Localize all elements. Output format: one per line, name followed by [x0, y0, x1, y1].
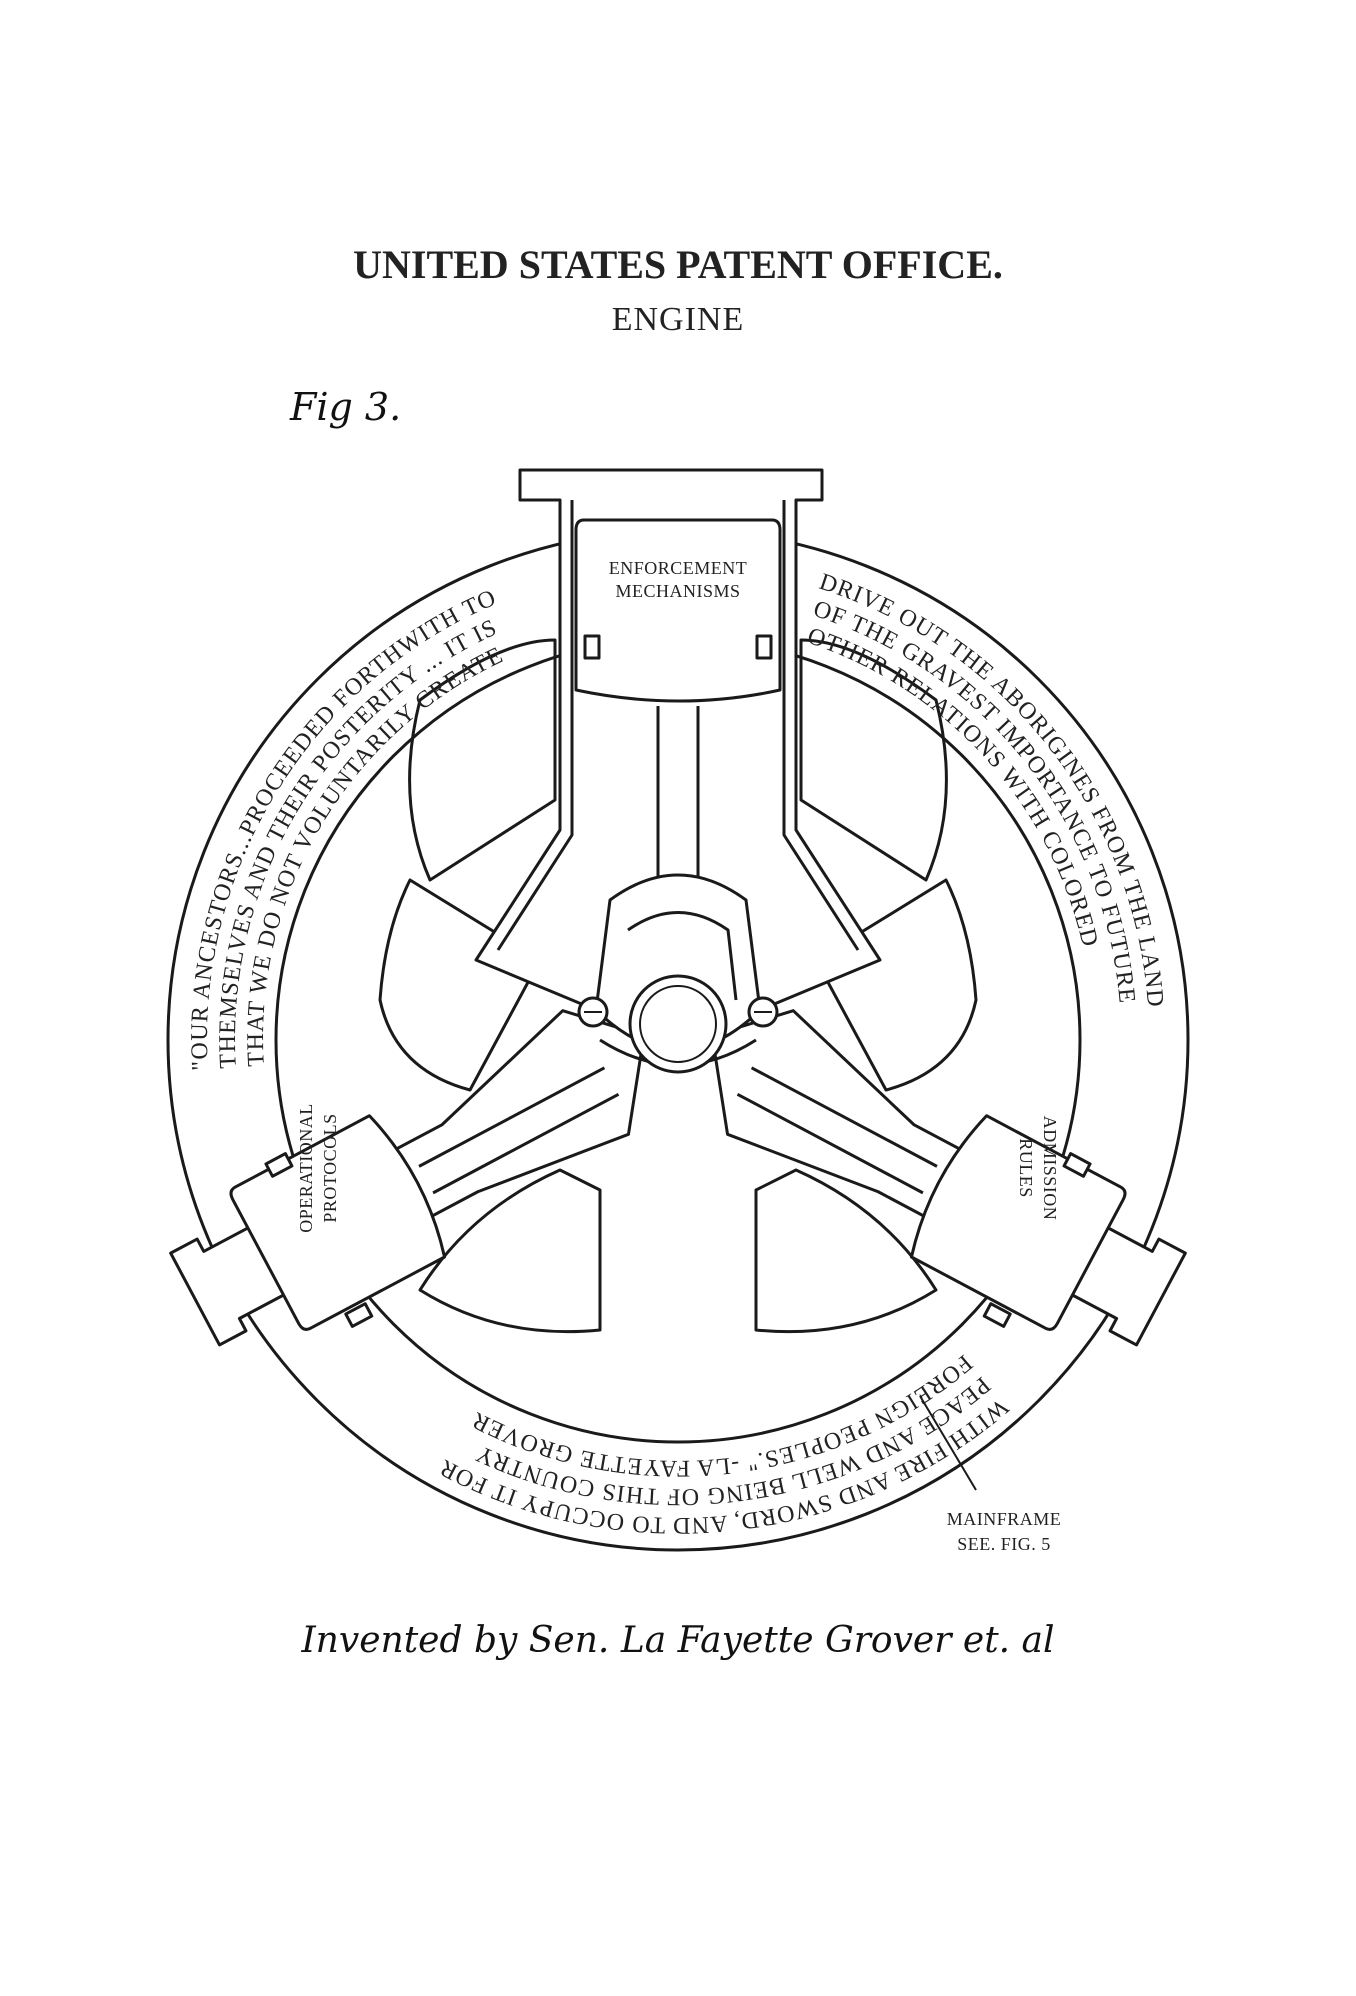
inventor-signature: Invented by Sen. La Fayette Grover et. a…	[300, 1620, 1054, 1661]
enforcement-mechanisms-label: ENFORCEMENT MECHANISMS	[609, 558, 748, 601]
figure-label: Fig 3.	[289, 385, 401, 429]
mainframe-callout-label: MAINFRAME SEE. FIG. 5	[947, 1509, 1062, 1554]
svg-text:ENFORCEMENT: ENFORCEMENT	[609, 558, 748, 578]
engine-subtitle: ENGINE	[612, 301, 745, 338]
svg-text:ADMISSION: ADMISSION	[1040, 1116, 1060, 1221]
ring-quote-bottom: WITH FIRE AND SWORD, AND TO OCCUPY IT FO…	[435, 1349, 1012, 1538]
svg-text:PROTOCOLS: PROTOCOLS	[320, 1113, 340, 1222]
svg-text:RULES: RULES	[1016, 1138, 1036, 1198]
svg-text:OPERATIONAL: OPERATIONAL	[296, 1103, 316, 1233]
ring-quote-left: "OUR ANCESTORS...PROCEEDED FORTHWITH TO …	[187, 585, 507, 1071]
left-piston-housing	[169, 1009, 646, 1347]
svg-text:SEE. FIG. 5: SEE. FIG. 5	[957, 1534, 1051, 1554]
admission-rules-label: ADMISSION RULES	[1016, 1116, 1060, 1221]
central-hub	[577, 873, 779, 1074]
svg-text:MAINFRAME: MAINFRAME	[947, 1509, 1062, 1529]
right-piston-housing	[710, 1009, 1187, 1347]
patent-office-heading: UNITED STATES PATENT OFFICE.	[353, 242, 1003, 287]
operational-protocols-label: OPERATIONAL PROTOCOLS	[296, 1103, 340, 1233]
svg-text:MECHANISMS: MECHANISMS	[615, 581, 740, 601]
mainframe-leader-line	[919, 1395, 977, 1491]
